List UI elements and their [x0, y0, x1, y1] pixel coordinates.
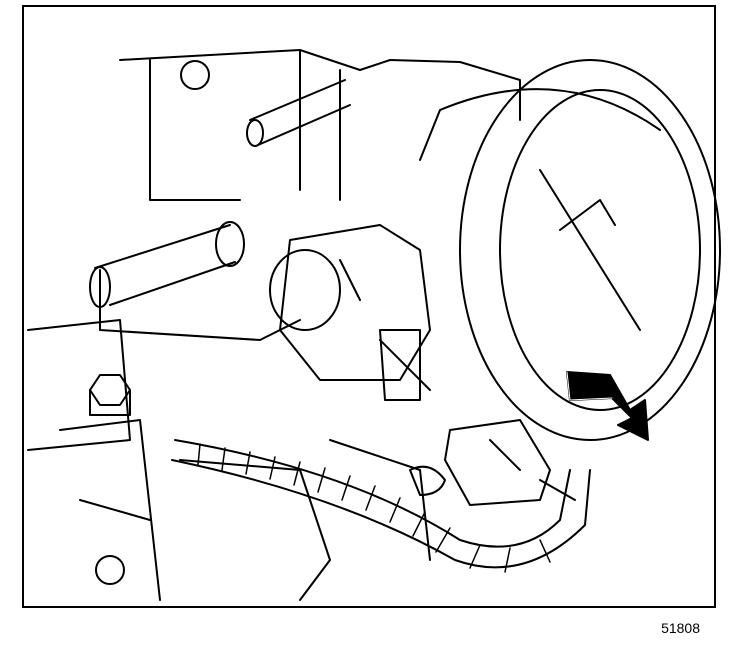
sensor-housing	[269, 224, 431, 401]
engine-block-outline	[27, 49, 521, 601]
mount-boss	[180, 60, 210, 90]
clip-circle	[95, 555, 125, 585]
figure-number: 51808	[661, 620, 700, 636]
throttle-body	[419, 59, 721, 441]
coolant-pipe	[89, 79, 351, 308]
direction-arrow	[566, 371, 649, 441]
sensor-connector	[409, 419, 576, 506]
bolt	[89, 374, 131, 416]
wiring-harness-conduit	[171, 439, 591, 573]
